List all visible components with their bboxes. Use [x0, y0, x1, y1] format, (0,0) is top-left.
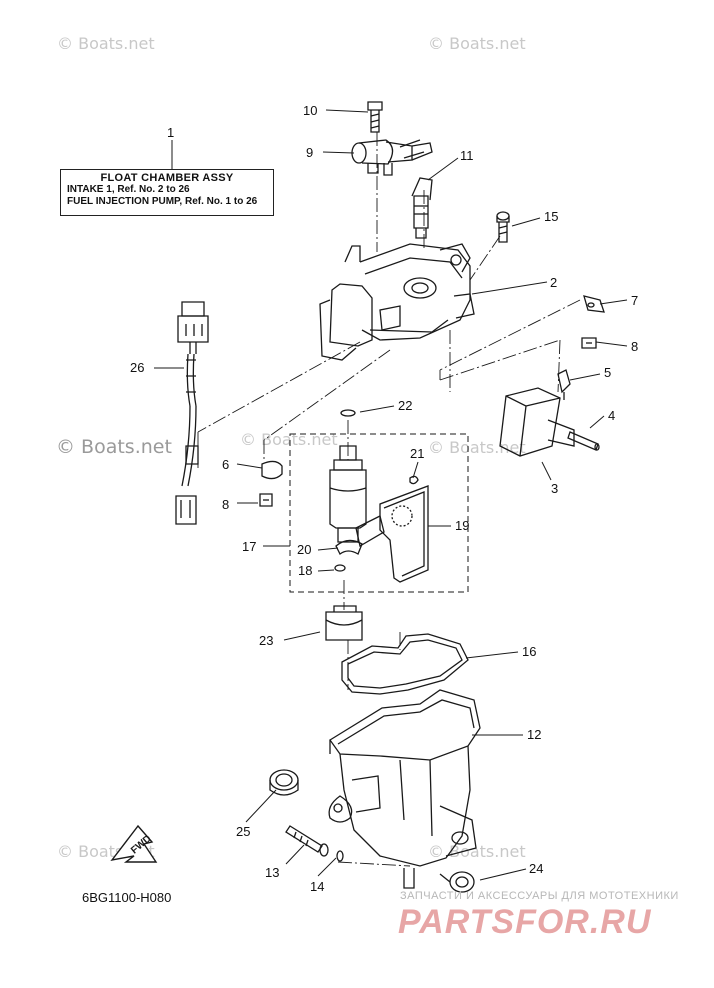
washer-6 — [261, 460, 283, 480]
holder-23 — [325, 605, 363, 641]
pin-4 — [567, 431, 600, 451]
ring-18 — [334, 564, 346, 572]
drain-screw-13 — [285, 825, 329, 857]
watermark: © Boats.net — [428, 438, 526, 457]
callout-13: 13 — [265, 865, 280, 880]
screw-15 — [496, 211, 510, 243]
callout-8-right: 8 — [631, 339, 639, 354]
callout-22: 22 — [398, 398, 413, 413]
callout-14: 14 — [310, 879, 325, 894]
assembly-line-pump: FUEL INJECTION PUMP, Ref. No. 1 to 26 — [67, 196, 258, 207]
filter-19 — [355, 485, 429, 583]
clip-7 — [583, 295, 605, 313]
shop-tagline: ЗАПЧАСТИ И АКСЕССУАРЫ ДЛЯ МОТОТЕХНИКИ — [400, 890, 679, 902]
gasket-16 — [341, 633, 469, 695]
callout-25: 25 — [236, 824, 251, 839]
float-3 — [499, 387, 575, 457]
callout-16: 16 — [522, 644, 537, 659]
fuel-pump — [329, 445, 367, 543]
callout-18: 18 — [298, 563, 313, 578]
callout-1: 1 — [167, 125, 175, 140]
plug-24 — [439, 871, 475, 893]
callout-3: 3 — [551, 481, 559, 496]
fitting-11 — [411, 177, 433, 239]
callout-21: 21 — [410, 446, 425, 461]
callout-2: 2 — [550, 275, 558, 290]
o-ring-22 — [340, 409, 356, 417]
callout-20: 20 — [297, 542, 312, 557]
callout-19: 19 — [455, 518, 470, 533]
drain-bracket — [328, 795, 353, 823]
watermark: © Boats.net — [428, 34, 526, 53]
callout-26: 26 — [130, 360, 145, 375]
grommet-25 — [269, 769, 299, 796]
shop-logo: PARTSFOR.RU — [398, 903, 652, 941]
o-ring-14 — [336, 850, 344, 862]
assembly-info-box: FLOAT CHAMBER ASSY INTAKE 1, Ref. No. 2 … — [60, 169, 274, 216]
relation-lines — [197, 132, 581, 867]
callout-17: 17 — [242, 539, 257, 554]
callout-24: 24 — [529, 861, 544, 876]
callout-6: 6 — [222, 457, 230, 472]
watermark: © Boats.net — [56, 436, 172, 458]
callout-10: 10 — [303, 103, 318, 118]
fuel-pump-group-box — [289, 433, 469, 593]
callout-12: 12 — [527, 727, 542, 742]
bolt-10 — [367, 101, 383, 133]
diagram-code: 6BG1100-H080 — [82, 890, 172, 905]
watermark: © Boats.net — [57, 34, 155, 53]
fwd-arrow-icon: FWD — [110, 824, 158, 863]
callout-5: 5 — [604, 365, 612, 380]
watermark: © Boats.net — [428, 842, 526, 861]
assembly-line-intake: INTAKE 1, Ref. No. 2 to 26 — [67, 184, 190, 195]
callout-23: 23 — [259, 633, 274, 648]
clip-21 — [391, 475, 419, 527]
pressure-regulator-9 — [351, 139, 433, 176]
callout-9: 9 — [306, 145, 314, 160]
float-chamber-12 — [329, 689, 481, 889]
callout-15: 15 — [544, 209, 559, 224]
needle-valve-5 — [557, 369, 571, 400]
intake-body-2 — [319, 243, 475, 361]
callout-8-left: 8 — [222, 497, 230, 512]
callout-7: 7 — [631, 293, 639, 308]
screw-8-left — [259, 493, 273, 507]
screw-8-right — [581, 337, 597, 349]
leader-lines — [154, 109, 628, 881]
harness-26 — [175, 301, 209, 525]
callout-4: 4 — [608, 408, 616, 423]
callout-11: 11 — [460, 148, 474, 163]
assembly-title: FLOAT CHAMBER ASSY — [100, 172, 234, 184]
clip-20 — [335, 539, 363, 555]
